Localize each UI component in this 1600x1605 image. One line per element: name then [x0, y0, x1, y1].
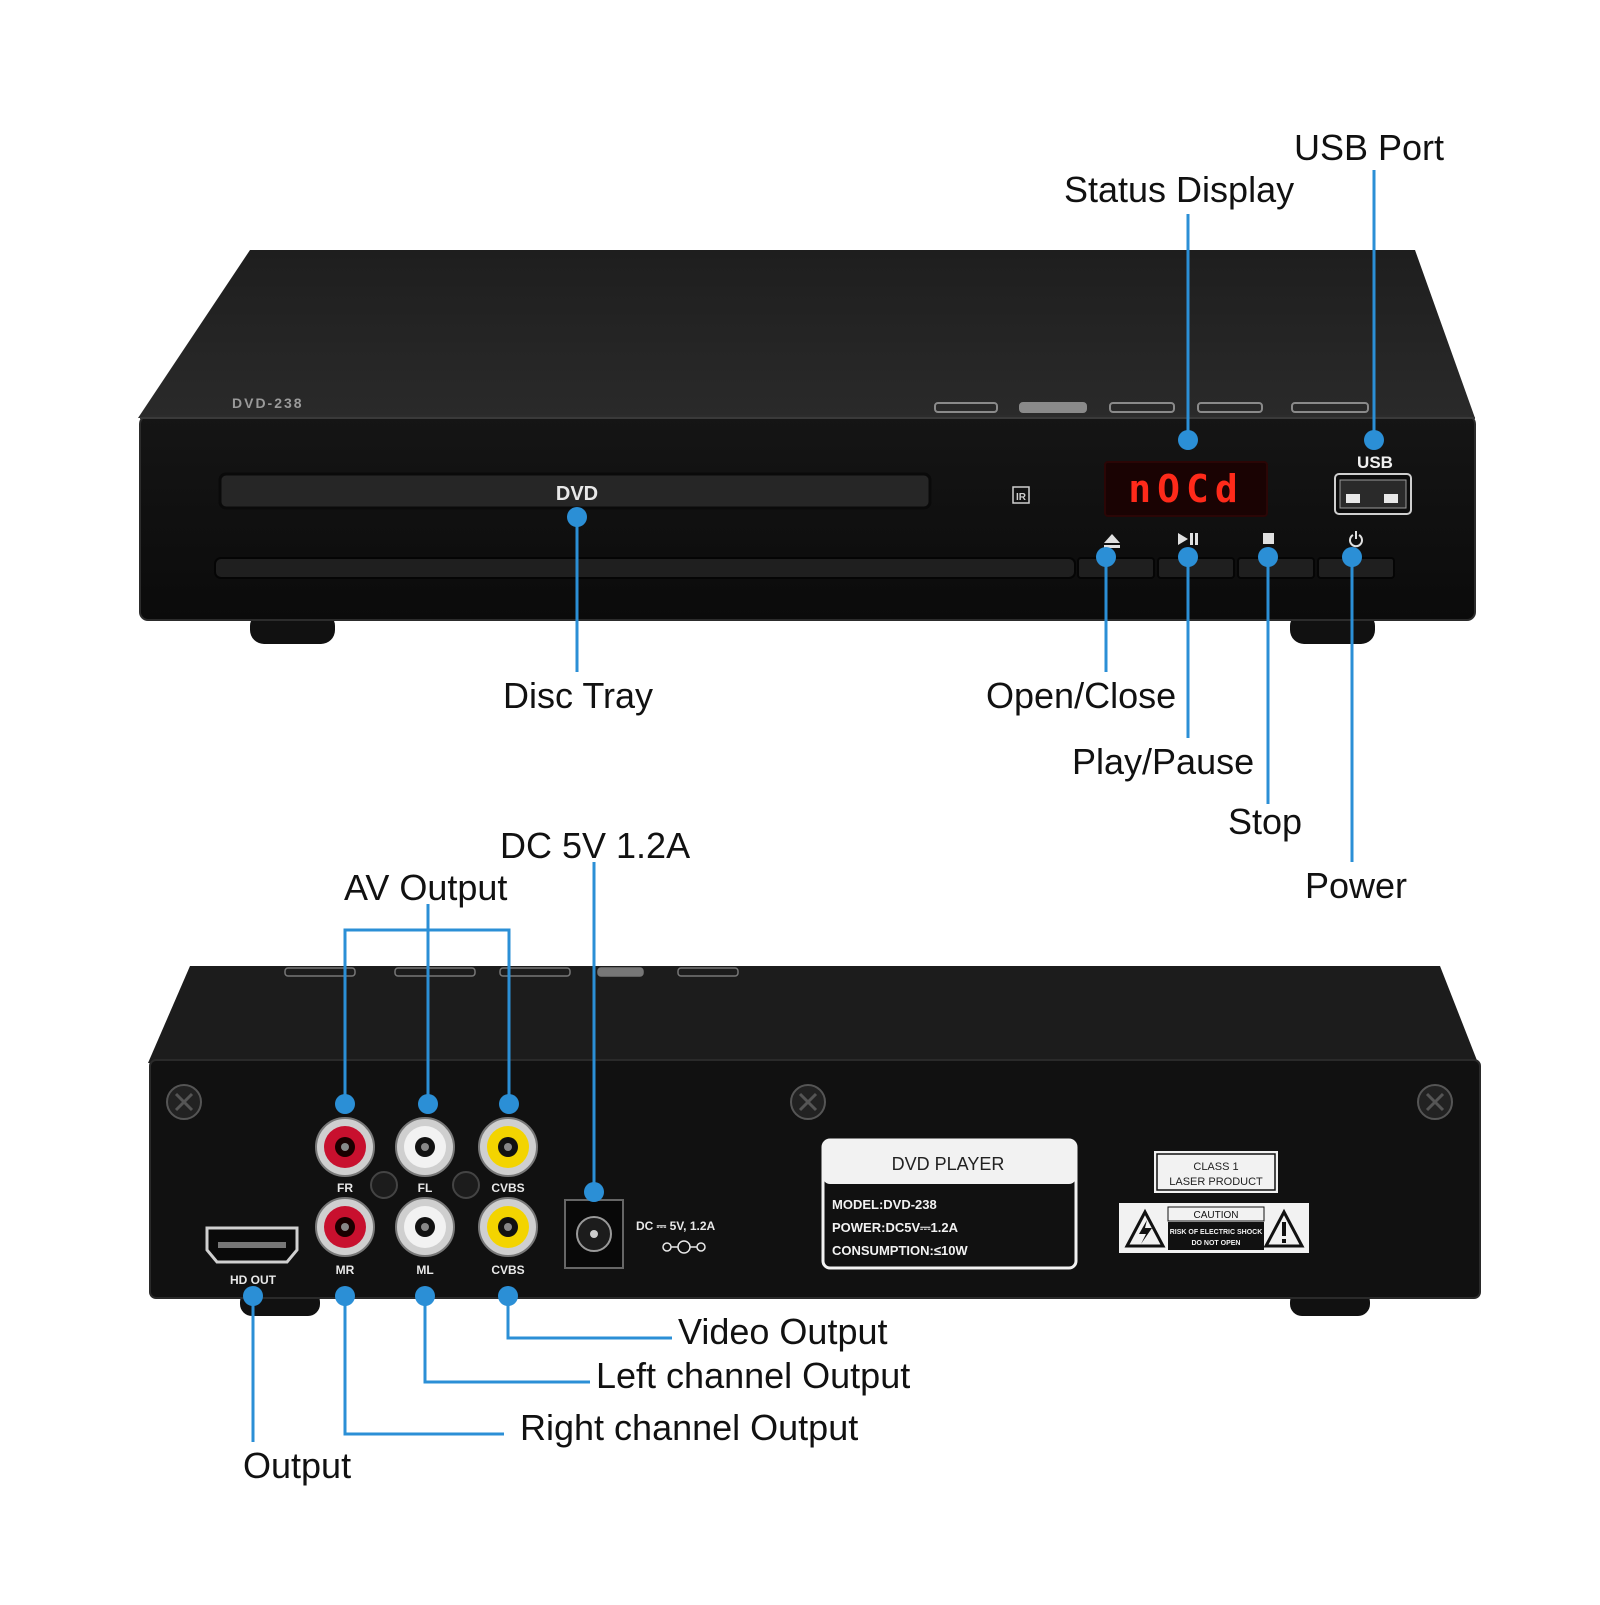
rating-plate-model: MODEL:DVD-238 [832, 1197, 937, 1212]
rating-plate: DVD PLAYER MODEL:DVD-238 POWER:DC5V⎓1.2A… [821, 1138, 1078, 1270]
screw-icon [166, 1084, 1453, 1199]
callout-left-channel: Left channel Output [596, 1355, 911, 1396]
leader-lines [251, 170, 1376, 1442]
format-logos [934, 402, 1369, 413]
rating-plate-title: DVD PLAYER [892, 1154, 1005, 1174]
exclamation-warning-icon [1263, 1208, 1305, 1248]
status-display [1104, 461, 1268, 517]
callout-av-output: AV Output [344, 867, 508, 908]
callout-usb-port: USB Port [1294, 127, 1445, 168]
jack-label-cvbs-top: CVBS [491, 1181, 524, 1195]
ir-label: IR [1016, 492, 1027, 503]
leader-dots [243, 430, 1384, 1306]
rca-jack-ml[interactable] [395, 1197, 455, 1257]
hdmi-port[interactable] [205, 1226, 299, 1264]
lightning-warning-icon [1124, 1208, 1166, 1248]
front-unit: DVD-238 DVD IR [138, 250, 1476, 644]
callout-play-pause: Play/Pause [1072, 741, 1255, 782]
ir-sensor: IR [1012, 486, 1030, 504]
eject-button[interactable] [1077, 557, 1155, 579]
callout-video-output: Video Output [678, 1311, 888, 1352]
power-icon [1349, 531, 1363, 548]
callout-right-channel: Right channel Output [520, 1407, 859, 1448]
rating-plate-consumption: CONSUMPTION:≤10W [832, 1243, 968, 1258]
rating-plate-power: POWER:DC5V⎓1.2A [832, 1220, 959, 1235]
jack-label-cvbs-bottom: CVBS [491, 1263, 524, 1277]
tray-lip [214, 557, 1076, 579]
laser-label-line2: LASER PRODUCT [1169, 1176, 1263, 1188]
jack-label-fl: FL [418, 1181, 433, 1195]
usb-port[interactable] [1334, 473, 1412, 515]
status-display-text: nOCd [1128, 467, 1244, 511]
stop-icon [1263, 533, 1274, 544]
front-top-lid [138, 250, 1475, 418]
rear-unit: FR FL CVBS MR ML CVBS HD OUT DC ⎓ 5V, 1.… [148, 966, 1481, 1316]
front-model-text: DVD-238 [232, 395, 304, 411]
dc-label: DC ⎓ 5V, 1.2A [636, 1219, 716, 1233]
usb-label: USB [1357, 453, 1393, 472]
callout-hd-output: Output [243, 1445, 352, 1486]
caution-line2: DO NOT OPEN [1191, 1240, 1240, 1247]
caution-label: CAUTION RISK OF ELECTRIC SHOCK DO NOT OP… [1117, 1201, 1311, 1255]
rca-jack-cvbs-bottom[interactable] [478, 1197, 538, 1257]
eject-icon [1104, 534, 1120, 548]
rca-jack-cvbs-top[interactable] [478, 1117, 538, 1177]
play-pause-icon [1178, 533, 1198, 545]
laser-class-label: CLASS 1 LASER PRODUCT [1152, 1149, 1280, 1195]
callout-power: Power [1305, 865, 1408, 906]
jack-label-mr: MR [336, 1263, 355, 1277]
callout-disc-tray: Disc Tray [503, 675, 654, 716]
laser-label-line1: CLASS 1 [1193, 1161, 1238, 1173]
jack-label-fr: FR [337, 1181, 353, 1195]
rear-top-lid [148, 966, 1478, 1063]
dc-polarity-icon [662, 1240, 706, 1254]
callout-status-display: Status Display [1064, 169, 1295, 210]
caution-title: CAUTION [1194, 1210, 1239, 1221]
disc-tray-label: DVD [556, 483, 598, 505]
rca-jack-fr[interactable] [315, 1117, 375, 1177]
caution-line1: RISK OF ELECTRIC SHOCK [1170, 1229, 1263, 1236]
callout-dc-input: DC 5V 1.2A [500, 825, 691, 866]
jack-label-ml: ML [416, 1263, 433, 1277]
callout-open-close: Open/Close [986, 675, 1177, 716]
callout-stop: Stop [1228, 801, 1303, 842]
front-face [139, 415, 1476, 621]
dc-jack[interactable] [564, 1199, 624, 1269]
hdmi-label: HD OUT [230, 1273, 277, 1287]
rca-jack-mr[interactable] [315, 1197, 375, 1257]
rca-jack-fl[interactable] [395, 1117, 455, 1177]
